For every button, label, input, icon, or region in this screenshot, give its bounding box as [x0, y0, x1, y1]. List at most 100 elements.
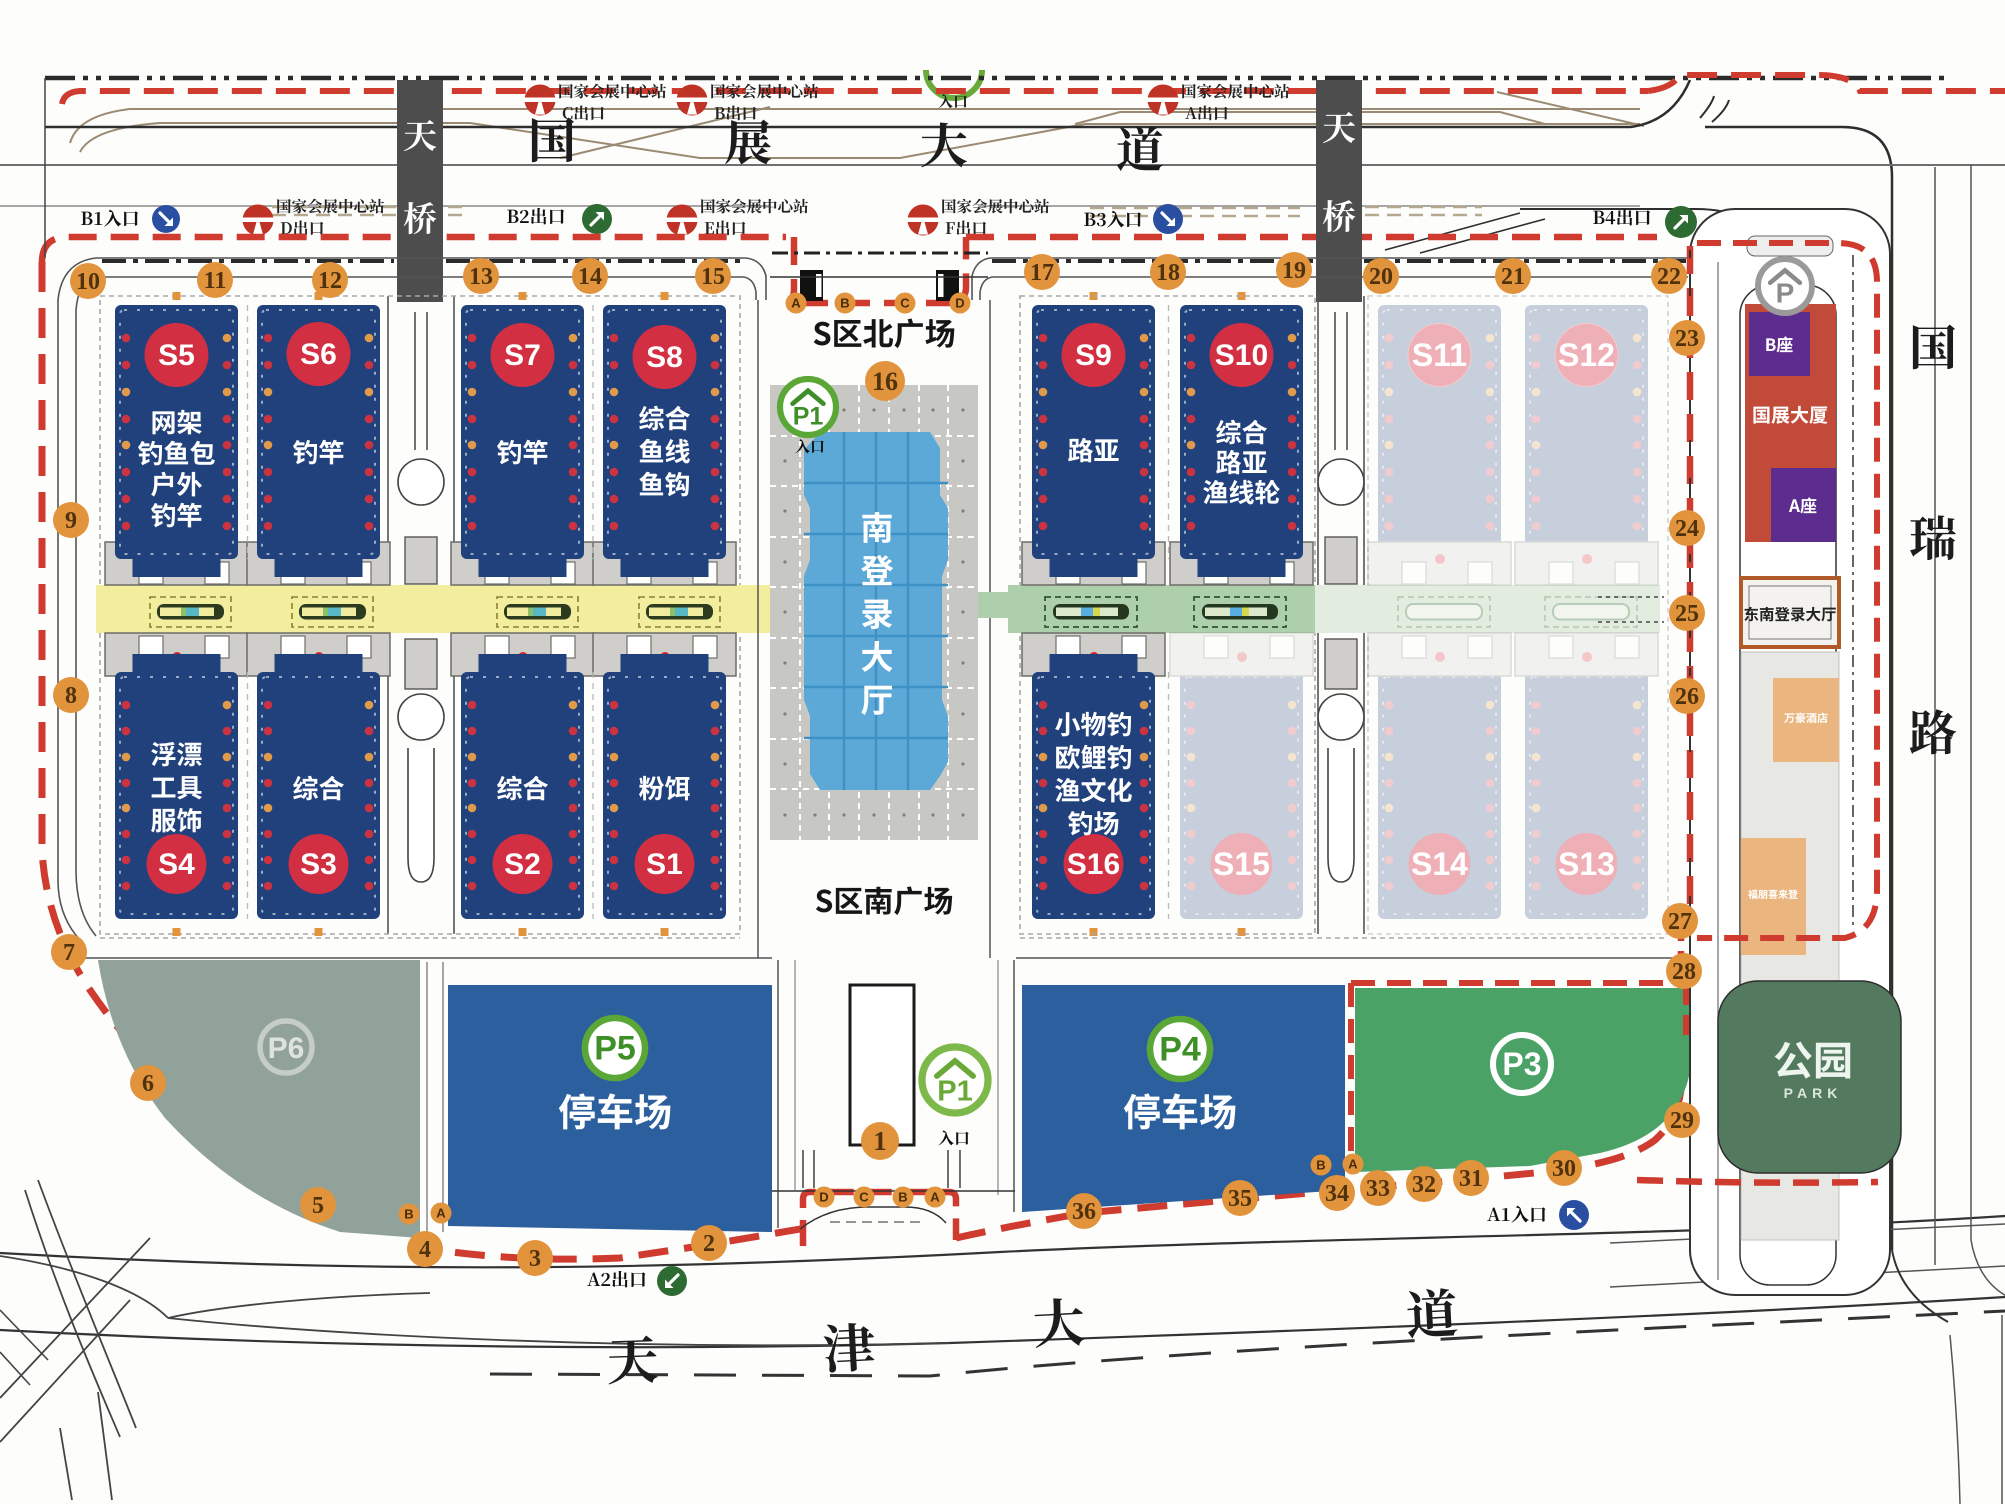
svg-text:34: 34	[1325, 1181, 1349, 1207]
svg-text:32: 32	[1412, 1172, 1436, 1198]
svg-text:17: 17	[1030, 260, 1054, 286]
svg-text:国: 国	[1909, 310, 1957, 379]
svg-text:9: 9	[65, 508, 77, 534]
svg-text:综合: 综合	[638, 399, 690, 436]
svg-text:桥: 桥	[1322, 190, 1356, 239]
svg-text:B座: B座	[1765, 331, 1794, 356]
svg-text:A座: A座	[1788, 492, 1817, 517]
svg-text:14: 14	[578, 264, 602, 290]
svg-text:津: 津	[821, 1306, 877, 1384]
svg-text:路亚: 路亚	[1067, 431, 1119, 468]
svg-text:29: 29	[1670, 1108, 1694, 1134]
svg-text:S7: S7	[504, 339, 541, 372]
svg-text:S4: S4	[158, 848, 195, 881]
svg-text:道: 道	[1404, 1272, 1460, 1350]
svg-text:C: C	[900, 296, 910, 311]
svg-text:S16: S16	[1067, 848, 1120, 881]
svg-text:24: 24	[1675, 516, 1699, 542]
svg-text:天: 天	[1322, 101, 1356, 150]
svg-text:S8: S8	[646, 341, 683, 374]
svg-text:S区南广场: S区南广场	[815, 877, 954, 921]
svg-text:7: 7	[63, 940, 75, 966]
svg-text:综合: 综合	[1215, 413, 1267, 450]
svg-text:S13: S13	[1558, 846, 1615, 882]
svg-text:16: 16	[872, 367, 898, 396]
svg-text:6: 6	[142, 1071, 154, 1097]
svg-text:国家会展中心站: 国家会展中心站	[276, 195, 385, 217]
svg-text:欧鲤钓: 欧鲤钓	[1054, 738, 1132, 775]
svg-text:B2出口: B2出口	[506, 203, 565, 229]
svg-text:20: 20	[1369, 264, 1393, 290]
svg-text:天: 天	[403, 109, 437, 158]
svg-text:S11: S11	[1412, 337, 1467, 373]
svg-text:30: 30	[1552, 1156, 1576, 1182]
svg-text:D: D	[955, 296, 964, 311]
svg-text:C: C	[859, 1190, 869, 1205]
svg-text:A: A	[436, 1206, 446, 1221]
svg-text:S15: S15	[1213, 846, 1270, 882]
svg-text:万豪酒店: 万豪酒店	[1784, 710, 1828, 726]
svg-text:工具: 工具	[150, 768, 202, 805]
svg-text:B1入口: B1入口	[80, 205, 139, 231]
svg-text:S1: S1	[646, 848, 683, 881]
svg-text:26: 26	[1675, 684, 1699, 710]
svg-text:S10: S10	[1215, 339, 1268, 372]
svg-text:南: 南	[861, 502, 894, 550]
svg-text:S12: S12	[1558, 337, 1615, 373]
svg-text:P1: P1	[937, 1075, 972, 1107]
svg-text:渔文化: 渔文化	[1054, 771, 1132, 808]
svg-text:渔线轮: 渔线轮	[1202, 473, 1280, 510]
svg-text:22: 22	[1657, 264, 1681, 290]
svg-text:厅: 厅	[861, 674, 894, 722]
svg-text:国家会展中心站: 国家会展中心站	[700, 195, 809, 217]
svg-text:S5: S5	[158, 339, 195, 372]
svg-text:S2: S2	[504, 848, 541, 881]
svg-text:15: 15	[701, 264, 725, 290]
svg-text:A: A	[930, 1190, 940, 1205]
svg-text:C出口: C出口	[562, 101, 605, 124]
svg-text:户外: 户外	[150, 465, 202, 502]
svg-text:35: 35	[1228, 1186, 1252, 1212]
svg-text:11: 11	[204, 268, 227, 294]
svg-text:P: P	[1776, 278, 1795, 309]
svg-text:入口: 入口	[938, 91, 968, 112]
svg-text:23: 23	[1675, 326, 1699, 352]
svg-text:36: 36	[1072, 1199, 1096, 1225]
svg-text:桥: 桥	[403, 192, 437, 241]
svg-text:B: B	[898, 1190, 907, 1205]
svg-text:4: 4	[419, 1237, 431, 1263]
svg-text:国家会展中心站: 国家会展中心站	[710, 80, 819, 102]
svg-text:福朋喜来登: 福朋喜来登	[1748, 886, 1798, 901]
svg-text:瑞: 瑞	[1909, 501, 1957, 570]
svg-text:路亚: 路亚	[1215, 443, 1267, 480]
svg-text:国展大厦: 国展大厦	[1752, 401, 1828, 428]
svg-text:钓竿: 钓竿	[292, 433, 344, 470]
svg-text:12: 12	[318, 268, 342, 294]
svg-text:粉饵: 粉饵	[638, 769, 690, 806]
svg-text:5: 5	[312, 1193, 324, 1219]
svg-text:B4出口: B4出口	[1592, 204, 1651, 230]
svg-text:P6: P6	[268, 1032, 305, 1065]
svg-text:19: 19	[1282, 258, 1306, 284]
svg-text:S区北广场: S区北广场	[812, 309, 955, 354]
svg-text:F出口: F出口	[945, 216, 987, 239]
svg-text:大: 大	[861, 631, 894, 679]
svg-text:鱼钩: 鱼钩	[638, 465, 690, 502]
svg-text:A1入口: A1入口	[1487, 1201, 1547, 1227]
svg-text:B3入口: B3入口	[1083, 206, 1142, 232]
svg-text:综合: 综合	[292, 769, 344, 806]
svg-text:D出口: D出口	[280, 216, 325, 239]
svg-text:A: A	[1348, 1157, 1358, 1172]
svg-text:S14: S14	[1411, 846, 1468, 882]
svg-text:B: B	[1316, 1158, 1325, 1173]
svg-text:服饰: 服饰	[150, 801, 202, 838]
svg-text:13: 13	[469, 264, 493, 290]
svg-text:A2出口: A2出口	[587, 1266, 647, 1292]
svg-text:A出口: A出口	[1185, 101, 1229, 124]
svg-text:S6: S6	[300, 338, 337, 371]
svg-text:公园: 公园	[1773, 1029, 1853, 1087]
svg-text:25: 25	[1675, 601, 1699, 627]
svg-text:浮漂: 浮漂	[150, 735, 202, 772]
svg-text:S9: S9	[1075, 339, 1112, 372]
svg-text:28: 28	[1672, 959, 1696, 985]
